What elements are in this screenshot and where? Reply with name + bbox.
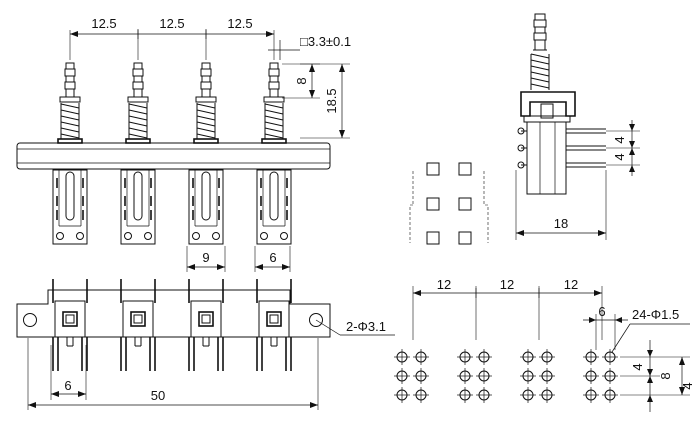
dim-pcb-row-pitch-1: 4	[630, 363, 645, 370]
dim-mount-holes: 2-Φ3.1	[346, 319, 386, 334]
front-view: 12.5 12.5 12.5 □3.3±0.1 8 18.5 9 6	[16, 16, 351, 272]
dim-shaft-square: □3.3±0.1	[300, 34, 351, 49]
pcb-hole-pattern: 12 12 12 6 24-Φ1.5 4 8 4	[394, 277, 695, 412]
dim-pin-spacing: 6	[64, 378, 71, 393]
dim-stroke: 8	[294, 77, 309, 84]
dim-housing-gap: 9	[202, 250, 209, 265]
dim-side-pitch-2: 4	[612, 153, 627, 160]
pcb-hole-group-1	[394, 349, 429, 403]
dim-housing-width: 6	[269, 250, 276, 265]
dim-pitch-2: 12.5	[159, 16, 184, 31]
bottom-switch-3	[188, 279, 224, 371]
dim-pcb-holes: 24-Φ1.5	[632, 307, 679, 322]
dim-pcb-pitch-1: 12	[437, 277, 451, 292]
dim-shaft-height: 18.5	[324, 88, 339, 113]
bottom-view: 2-Φ3.1 6 50	[16, 279, 395, 410]
pcb-hole-group-2	[457, 349, 492, 403]
dim-pcb-pitch-2: 12	[500, 277, 514, 292]
pcb-hole-group-4	[583, 349, 618, 403]
side-view: 4 4 18	[515, 13, 640, 240]
pcb-hole-group-3	[520, 349, 555, 403]
front-switch-2	[120, 62, 156, 245]
dim-overall-length: 50	[151, 388, 165, 403]
pad-layout	[409, 162, 489, 245]
dim-pcb-pitch-3: 12	[564, 277, 578, 292]
bottom-switch-2	[120, 279, 156, 371]
dim-pcb-col-gap: 6	[598, 304, 605, 319]
front-switch-4	[256, 62, 292, 245]
dim-pcb-rows-total: 8	[658, 372, 673, 379]
bottom-switch-1	[52, 279, 88, 371]
bottom-switch-4	[256, 279, 292, 371]
dim-pitch-1: 12.5	[91, 16, 116, 31]
front-switch-1	[52, 62, 88, 245]
dim-pcb-row-pitch-2: 4	[680, 382, 695, 389]
dim-side-depth: 18	[554, 216, 568, 231]
front-switch-3	[188, 62, 224, 245]
dim-pitch-3: 12.5	[227, 16, 252, 31]
dim-side-pitch-1: 4	[612, 136, 627, 143]
